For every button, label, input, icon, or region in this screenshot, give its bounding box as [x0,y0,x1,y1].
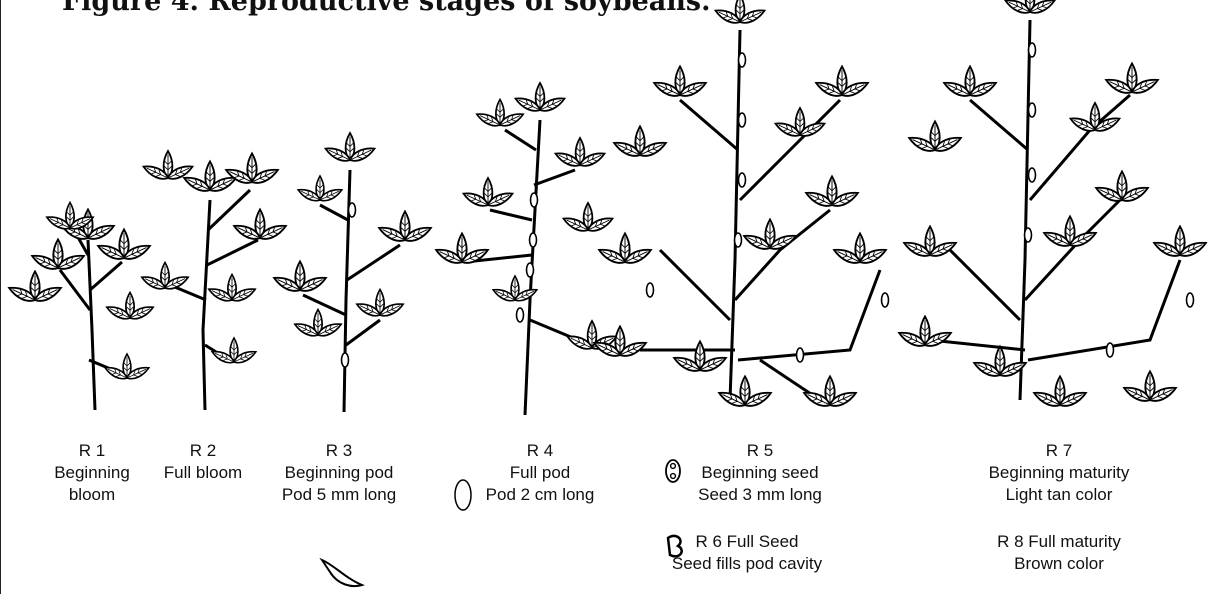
stage-r7-label: R 7 Beginning maturity Light tan color [989,440,1130,506]
stage-r2-label: R 2 Full bloom [164,440,242,484]
stage-r3-label: R 3 Beginning pod Pod 5 mm long [282,440,396,506]
r1-plant [7,203,155,411]
r5-plant [592,0,888,409]
seed-icon [666,460,680,482]
stage-r8-label: R 8 Full maturity Brown color [997,531,1121,575]
stage-r5-label: R 5 Beginning seed Seed 3 mm long [698,440,822,506]
stage-r6-label: R 6 Full Seed Seed fills pod cavity [672,531,822,575]
r7-plant [897,0,1208,409]
stage-r4-label: R 4 Full pod Pod 2 cm long [486,440,595,506]
stage-r1-label: R 1 Beginning bloom [54,440,130,506]
r3-plant [272,133,433,412]
pod-icon [455,480,471,510]
r4-plant [434,83,618,415]
pod-icon [322,560,362,586]
r2-plant [140,151,288,410]
